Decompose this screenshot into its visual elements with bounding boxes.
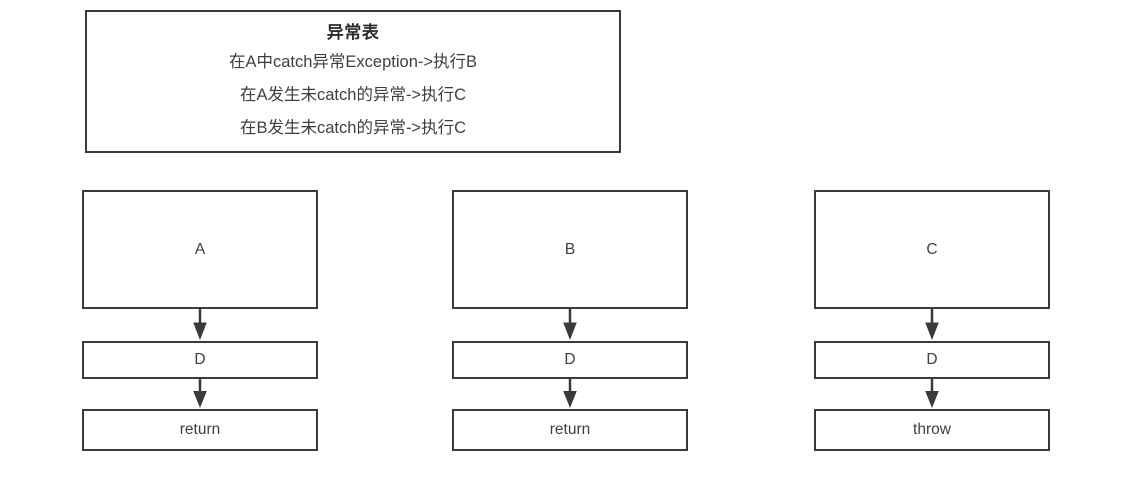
flow-arrow-1-1 — [82, 309, 318, 341]
flow-column-1: A D return — [82, 190, 318, 451]
flow-arrow-2-1 — [452, 309, 688, 341]
flow-node-end-1: return — [82, 409, 318, 451]
flow-node-end-3: throw — [814, 409, 1050, 451]
exception-rule-line-2: 在A发生未catch的异常->执行C — [240, 86, 466, 104]
flow-arrow-2-2 — [452, 379, 688, 409]
flow-node-end-2: return — [452, 409, 688, 451]
exception-rule-line-1: 在A中catch异常Exception->执行B — [228, 53, 478, 71]
flow-node-start-1: A — [82, 190, 318, 309]
flow-node-start-2: B — [452, 190, 688, 309]
exception-table-box: 异常表 在A中catch异常Exception->执行B 在A发生未catch的… — [85, 10, 621, 153]
flow-column-2: B D return — [452, 190, 688, 451]
flow-arrow-3-2 — [814, 379, 1050, 409]
exception-table-title: 异常表 — [326, 23, 380, 42]
flow-node-middle-1: D — [82, 341, 318, 379]
exception-rule-line-3: 在B发生未catch的异常->执行C — [240, 119, 466, 137]
flow-arrow-3-1 — [814, 309, 1050, 341]
flow-node-start-3: C — [814, 190, 1050, 309]
flow-column-3: C D throw — [814, 190, 1050, 451]
flow-node-middle-2: D — [452, 341, 688, 379]
flow-arrow-1-2 — [82, 379, 318, 409]
flow-node-middle-3: D — [814, 341, 1050, 379]
